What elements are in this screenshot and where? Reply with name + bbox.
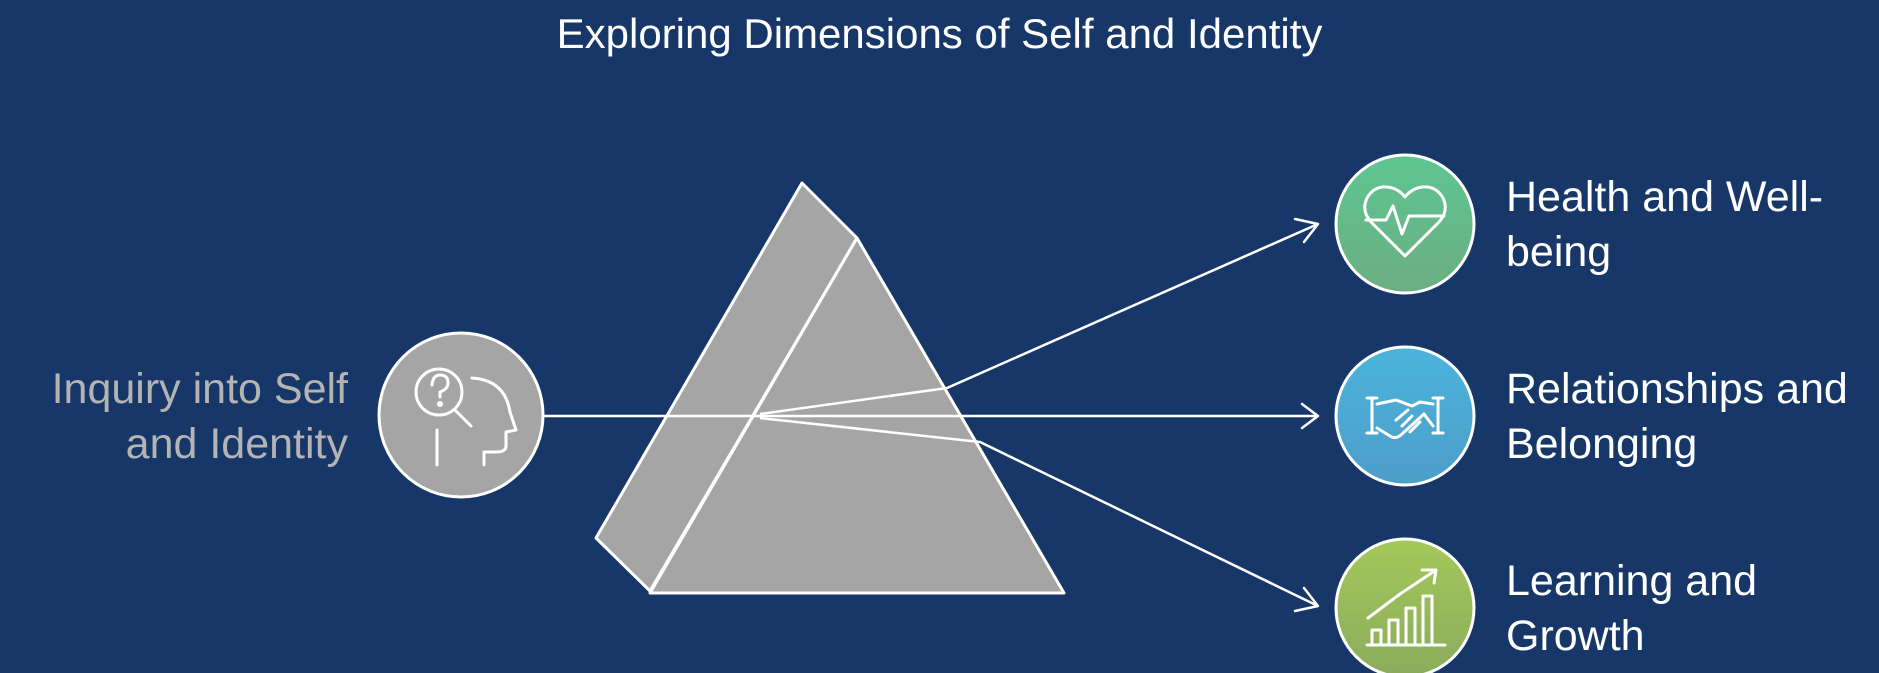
- output-label-relationships: Relationships and Belonging: [1506, 365, 1848, 468]
- arrow-heads: [1293, 217, 1320, 613]
- light-beams: [542, 222, 1319, 608]
- output-label-health: Health and Well-being: [1506, 173, 1824, 276]
- heart-pulse-icon: [1363, 185, 1447, 258]
- input-node: [377, 331, 545, 499]
- beam-to-health: [759, 222, 1319, 416]
- diagram-title: Exploring Dimensions of Self and Identit…: [556, 10, 1323, 57]
- arrow-head-learning: [1293, 586, 1320, 613]
- beam-to-learning: [759, 416, 1319, 608]
- head-question-icon: [414, 367, 518, 467]
- output-node-learning: [1334, 537, 1476, 673]
- arrow-head-relationships: [1300, 402, 1320, 430]
- input-label: Inquiry into Self and Identity: [51, 365, 348, 468]
- output-node-health: [1334, 153, 1476, 295]
- growth-chart-icon: [1365, 568, 1447, 647]
- output-label-learning: Learning and Growth: [1506, 557, 1758, 660]
- handshake-icon: [1365, 396, 1445, 440]
- output-node-relationships: [1334, 345, 1476, 487]
- arrow-head-health: [1293, 217, 1320, 244]
- prism: [594, 181, 1066, 595]
